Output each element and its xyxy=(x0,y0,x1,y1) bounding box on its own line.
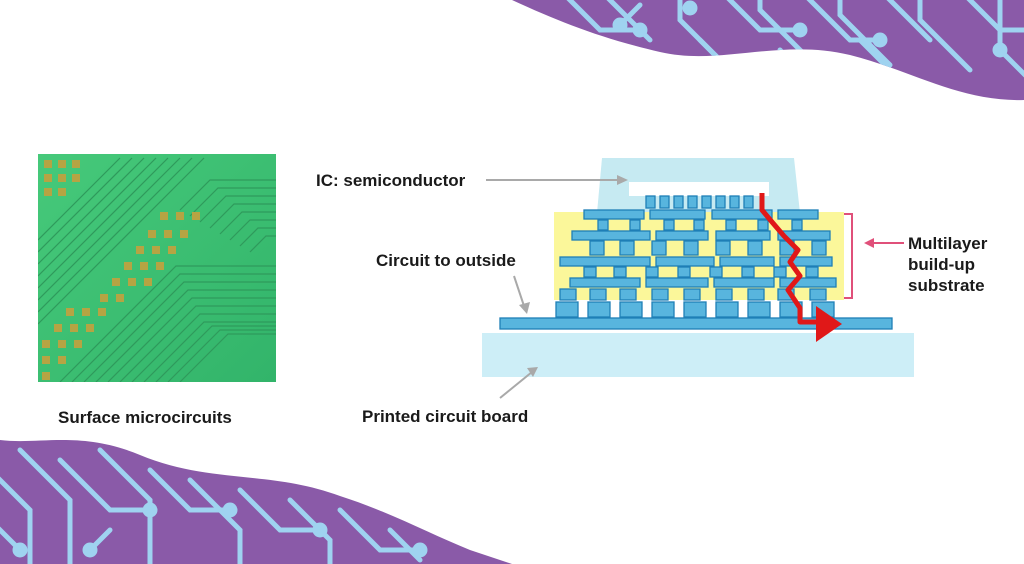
circuit-to-outside-label: Circuit to outside xyxy=(376,251,516,270)
printed-circuit-board xyxy=(482,333,914,377)
pcb-traces xyxy=(38,157,276,382)
board-traces xyxy=(499,317,893,330)
surface-microcircuits-label: Surface microcircuits xyxy=(58,408,232,427)
ic-semiconductor-label: IC: semiconductor xyxy=(316,171,466,190)
signal-path-arrow xyxy=(759,193,842,342)
interconnect-layers xyxy=(555,195,837,318)
printed-circuit-board-label: Printed circuit board xyxy=(362,407,529,426)
multilayer-bracket xyxy=(844,213,853,299)
multilayer-label-line1: Multilayer xyxy=(908,234,988,253)
multilayer-label-line2: build-up xyxy=(908,255,976,274)
circuit-leader xyxy=(513,275,530,314)
multilayer-substrate-label: Multilayer build-up substrate xyxy=(908,233,1018,296)
ic-leader xyxy=(486,175,628,185)
pcb-leader xyxy=(499,367,538,399)
pcb-pads xyxy=(42,160,200,380)
multilayer-pointer xyxy=(864,238,904,248)
multilayer-label-line3: substrate xyxy=(908,276,985,295)
decor-bottom-left xyxy=(0,440,512,564)
